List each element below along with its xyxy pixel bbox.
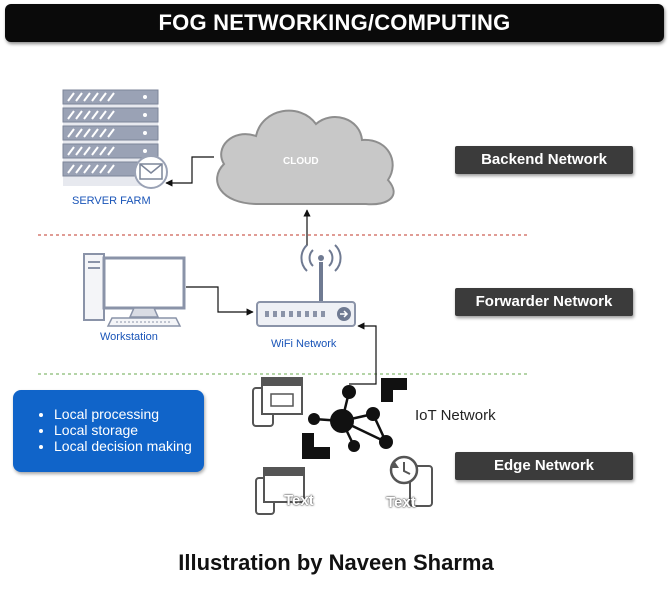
text-label-b: Text [386,494,416,511]
list-item: Local decision making [54,438,204,454]
server-farm-label: SERVER FARM [72,195,151,207]
connector-cloud-server [165,156,214,187]
iot-network-label: IoT Network [415,407,496,424]
mail-icon [134,155,168,189]
connector-workstation-wifi [186,286,254,316]
tablet-window-icon [252,377,303,427]
connector-iot-wifi [349,322,377,385]
forwarder-network-label: Forwarder Network [455,288,633,316]
text-label-a: Text [284,492,314,509]
workstation-label: Workstation [100,331,158,343]
corner-bracket-icon [302,433,330,459]
wifi-network-label: WiFi Network [271,338,337,350]
server-farm-icon [62,89,159,186]
footer-credit: Illustration by Naveen Sharma [178,550,494,575]
list-item: Local processing [54,406,204,422]
edge-network-label: Edge Network [455,452,633,480]
fog-features-list: Local processing Local storage Local dec… [13,390,204,454]
wifi-router-icon [256,244,356,327]
corner-bracket-icon [381,378,407,402]
workstation-icon [83,253,186,327]
backend-network-label: Backend Network [455,146,633,174]
sync-device-icon [389,455,433,507]
cloud-shape [216,109,395,206]
phone-window-icon [255,467,305,515]
cloud-label: CLOUD [283,156,319,167]
iot-nodes [308,385,393,452]
page-title: FOG NETWORKING/COMPUTING [5,4,664,42]
fog-features-box: Local processing Local storage Local dec… [13,390,204,472]
list-item: Local storage [54,422,204,438]
